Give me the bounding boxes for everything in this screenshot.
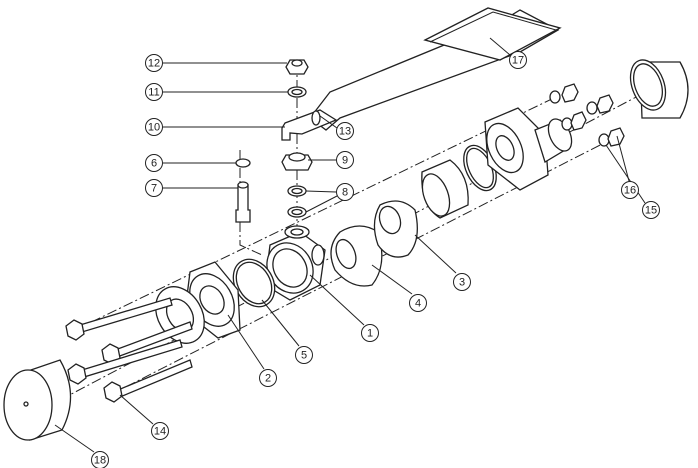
callout-label: 2: [265, 373, 271, 385]
callout-17: 17: [509, 51, 527, 69]
callout-label: 15: [645, 205, 657, 217]
handle-slot: [311, 110, 321, 126]
callout-15: 15: [642, 201, 660, 219]
seat-hole: [335, 238, 357, 270]
callout-circle: [295, 346, 313, 364]
callout-circle: [642, 201, 660, 219]
callout-label: 8: [342, 187, 348, 199]
callout-10: 10: [145, 118, 163, 136]
callout-label: 17: [512, 55, 524, 67]
callout-circle: [91, 451, 109, 468]
right-fasteners: [549, 83, 625, 147]
callout-5: 5: [295, 346, 313, 364]
callout-circle: [145, 54, 163, 72]
callout-label: 1: [367, 328, 373, 340]
callout-label: 11: [148, 87, 159, 99]
callout-circle: [453, 273, 471, 291]
callout-circle: [361, 324, 379, 342]
callout-18: 18: [91, 451, 109, 468]
bolts: [65, 297, 193, 403]
callout-2: 2: [259, 369, 277, 387]
end-cover-right: [629, 59, 689, 119]
callout-circle: [409, 294, 427, 312]
callout-circle: [145, 179, 163, 197]
gland-nut-hole: [288, 152, 306, 162]
callout-circle: [145, 154, 163, 172]
body-gasket-inner: [235, 261, 273, 305]
callout-6: 6: [145, 154, 163, 172]
callout-circle: [336, 151, 354, 169]
callout-8: 8: [336, 183, 354, 201]
callout-label: 14: [154, 426, 166, 438]
callout-circle: [145, 83, 163, 101]
callout-circle: [145, 118, 163, 136]
leader-lines: [54, 37, 646, 453]
callout-circle: [509, 51, 527, 69]
stem-nut-hole: [291, 59, 303, 67]
callout-label: 5: [301, 350, 307, 362]
callout-1: 1: [361, 324, 379, 342]
callout-9: 9: [336, 151, 354, 169]
o-ring: [235, 158, 251, 168]
callout-circle: [336, 122, 354, 140]
valve-body: [264, 225, 326, 301]
stem-top: [237, 181, 249, 189]
callout-circle: [259, 369, 277, 387]
seat-right-hole: [421, 173, 451, 217]
callout-label: 16: [624, 185, 636, 197]
callout-label: 12: [148, 58, 160, 70]
stem-axis-line-2: [239, 150, 263, 256]
packing-upper-hole: [291, 187, 303, 195]
callout-label: 6: [151, 158, 157, 170]
stem: [235, 184, 251, 223]
callout-14: 14: [151, 422, 169, 440]
callout-16: 16: [621, 181, 639, 199]
callout-7: 7: [145, 179, 163, 197]
callout-12: 12: [145, 54, 163, 72]
callout-3: 3: [453, 273, 471, 291]
callout-label: 3: [459, 277, 465, 289]
callout-circle: [151, 422, 169, 440]
callout-circle: [621, 181, 639, 199]
callout-label: 18: [94, 455, 106, 467]
callout-label: 10: [148, 122, 160, 134]
callout-label: 13: [339, 126, 351, 138]
callout-circle: [336, 183, 354, 201]
end-cap-right: [484, 107, 573, 191]
callout-label: 4: [415, 298, 421, 310]
ball-port: [378, 205, 402, 235]
callout-13: 13: [336, 122, 354, 140]
end-cover-left: [3, 359, 72, 441]
callout-label: 7: [151, 183, 157, 195]
callout-label: 9: [342, 155, 348, 167]
handle: [309, 7, 562, 131]
washer-hole: [291, 88, 303, 96]
bolt-axis-lower: [109, 139, 611, 396]
packing-lower-hole: [291, 208, 303, 216]
callout-4: 4: [409, 294, 427, 312]
callout-11: 11: [145, 83, 163, 101]
